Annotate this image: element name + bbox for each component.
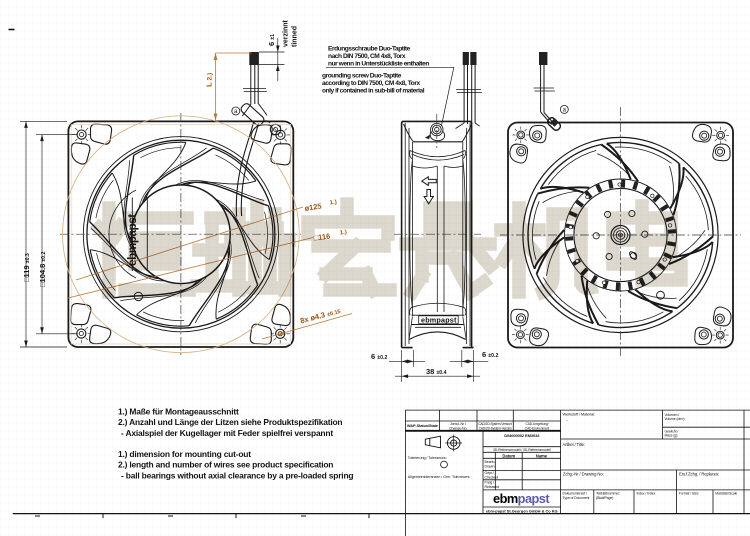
svg-text:Gewicht /: Gewicht / <box>665 429 679 433</box>
svg-text:Bearb./: Bearb./ <box>485 460 496 464</box>
svg-text:Index / Index: Index / Index <box>637 492 656 496</box>
svg-text:a: a <box>234 109 238 115</box>
svg-text:Checked: Checked <box>485 475 499 479</box>
svg-text:ebmpapst: ebmpapst <box>493 491 550 506</box>
svg-text:Ers.f.Zchg. / Replaces:: Ers.f.Zchg. / Replaces: <box>679 472 719 477</box>
svg-text:Artikel / Title:: Artikel / Title: <box>563 442 585 447</box>
svg-text:only if contained in sub-bill: only if contained in sub-bill of materia… <box>322 88 425 95</box>
svg-text:tinned: tinned <box>292 26 299 47</box>
svg-text:2.) length and number of wires: 2.) length and number of wires see produ… <box>118 460 333 470</box>
svg-text:Datum: Datum <box>502 453 515 458</box>
svg-text:D04000002 EM3034: D04000002 EM3034 <box>504 433 540 438</box>
svg-text:CAD-Umgebung/: CAD-Umgebung/ <box>526 422 549 426</box>
svg-text:L 2.): L 2.) <box>205 73 214 87</box>
svg-text:Dokumentenart /: Dokumentenart / <box>563 492 588 496</box>
svg-text:grounding screw Duo-Taptite: grounding screw Duo-Taptite <box>322 73 402 80</box>
svg-text:□119 ±0.3: □119 ±0.3 <box>22 253 31 282</box>
svg-text:□116: □116 <box>313 232 331 243</box>
svg-text:CAD/2D-System-Version/: CAD/2D-System-Version/ <box>478 422 512 426</box>
svg-text:Allgemeintoleranzen / Gen. Tol: Allgemeintoleranzen / Gen. Tolerances: <box>408 475 470 479</box>
svg-text:1.) Maße für Montageausschnitt: 1.) Maße für Montageausschnitt <box>118 406 239 416</box>
svg-text:CAD/2D-System-Version: CAD/2D-System-Version <box>479 426 512 430</box>
svg-text:ø125: ø125 <box>304 201 322 213</box>
svg-text:1.): 1.) <box>329 199 337 206</box>
svg-text:3D-Referenzmodell / 3D-Referen: 3D-Referenzmodell / 3D-Referenzmodell <box>493 448 551 452</box>
svg-text:-: - <box>566 418 568 423</box>
svg-text:Drawn: Drawn <box>485 464 495 468</box>
svg-text:Maßstab/Scale: Maßstab/Scale <box>715 492 737 496</box>
svg-text:Teilblattnummer:: Teilblattnummer: <box>596 492 620 496</box>
svg-text:Volumen /: Volumen / <box>665 413 680 417</box>
svg-text:6 ±1: 6 ±1 <box>267 34 276 46</box>
svg-text:CAD-Environment: CAD-Environment <box>525 426 549 430</box>
svg-text:Tolerierung / Tolerances:: Tolerierung / Tolerances: <box>408 456 447 460</box>
svg-text:Type of Document: Type of Document <box>563 496 590 500</box>
svg-text:Zchg.-Nr / Drawing No:: Zchg.-Nr / Drawing No: <box>563 472 604 477</box>
svg-text:nach DIN 7500, CM 4x8, Torx: nach DIN 7500, CM 4x8, Torx <box>328 53 406 60</box>
svg-text:WAP-Status/State: WAP-Status/State <box>407 423 439 428</box>
svg-text:Mass (g):: Mass (g): <box>665 434 679 438</box>
svg-text:Gepr./: Gepr./ <box>485 471 494 475</box>
svg-text:Erdungsschraube Duo-Taptite: Erdungsschraube Duo-Taptite <box>328 46 411 53</box>
svg-text:Werkstoff / Material:: Werkstoff / Material: <box>563 412 595 417</box>
svg-text:ebm-papst St.Georgen GmbH & Co: ebm-papst St.Georgen GmbH & Co KG <box>486 508 558 513</box>
svg-text:□104.8 ±0.2: □104.8 ±0.2 <box>38 251 47 287</box>
svg-text:ebmpapst: ebmpapst <box>421 316 457 325</box>
svg-text:1.) dimension for mounting cut: 1.) dimension for mounting cut-out <box>118 449 251 459</box>
svg-text:Aend.-Nr /: Aend.-Nr / <box>451 422 466 426</box>
svg-text:Released: Released <box>485 485 499 489</box>
svg-text:Volume (dm³):: Volume (dm³): <box>665 417 686 421</box>
svg-text:nur wenn in Unterstückliste en: nur wenn in Unterstückliste enthalten <box>328 61 429 68</box>
svg-text:2.) Anzahl und Länge der Litze: 2.) Anzahl und Länge der Litzen siehe Pr… <box>118 417 342 427</box>
svg-text:6 ±0.2: 6 ±0.2 <box>371 352 387 361</box>
svg-text:1.): 1.) <box>340 230 348 237</box>
svg-text:6 ±0.2: 6 ±0.2 <box>482 350 498 359</box>
svg-text:verzinnt: verzinnt <box>283 19 290 47</box>
svg-text:according to DIN 7500, CM 4x8,: according to DIN 7500, CM 4x8, Torx <box>322 80 421 87</box>
svg-text:Change-No.: Change-No. <box>449 426 467 430</box>
svg-text:- ball bearings without axial: - ball bearings without axial clearance … <box>121 470 353 480</box>
svg-text:Name: Name <box>536 453 548 458</box>
svg-text:- Axialspiel der Kugellager m: - Axialspiel der Kugellager mit Feder sp… <box>121 428 333 438</box>
svg-text:a: a <box>563 108 567 114</box>
svg-text:Format / Size:: Format / Size: <box>679 492 700 496</box>
svg-text:Freig./: Freig./ <box>485 481 495 485</box>
svg-text:38 ±0.4: 38 ±0.4 <box>426 367 447 376</box>
svg-text:(Blatt/Page): (Blatt/Page) <box>596 496 613 500</box>
